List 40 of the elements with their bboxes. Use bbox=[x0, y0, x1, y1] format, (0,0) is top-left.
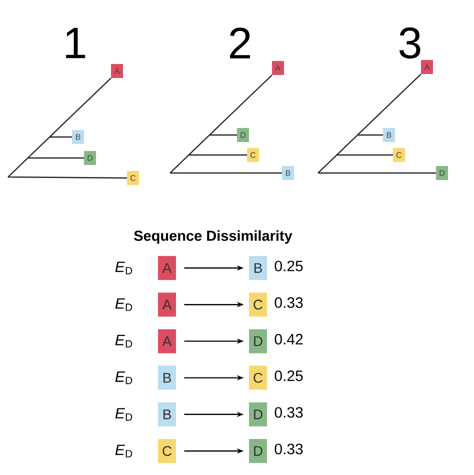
sequence-box: C bbox=[249, 366, 267, 390]
sequence-box: B bbox=[158, 366, 176, 390]
value-label: 0.33 bbox=[274, 407, 303, 418]
tip-label: C bbox=[247, 148, 259, 162]
tip-label: D bbox=[84, 151, 96, 165]
tip-label: D bbox=[436, 166, 448, 180]
value-label: 0.33 bbox=[274, 297, 303, 308]
sequence-box: A bbox=[158, 256, 176, 280]
energy-symbol: E$_{D}$ bbox=[115, 444, 132, 458]
energy-symbol: E$_{D}$ bbox=[115, 262, 132, 274]
tip-label: C bbox=[127, 171, 139, 185]
value-label: 0.25 bbox=[274, 370, 303, 382]
energy-symbol: E$_{D}$ bbox=[115, 372, 132, 384]
sequence-box: C bbox=[158, 439, 176, 463]
sequence-box: A bbox=[158, 329, 176, 354]
sequence-box: D bbox=[249, 329, 267, 354]
tree-number: 1 bbox=[66, 28, 86, 58]
sequence-box: A bbox=[158, 292, 176, 317]
tree-number: 3 bbox=[399, 27, 420, 59]
value-label: 0.25 bbox=[274, 260, 303, 272]
energy-symbol: E$_{D}$ bbox=[115, 298, 132, 311]
tip-label: B bbox=[72, 130, 84, 144]
heading: Sequence Dissimilarity bbox=[134, 230, 292, 244]
tip-label: A bbox=[111, 64, 123, 78]
value-label: 0.33 bbox=[274, 444, 303, 454]
energy-symbol: E$_{D}$ bbox=[115, 334, 132, 348]
sequence-box: C bbox=[249, 292, 267, 317]
tip-label: A bbox=[421, 60, 433, 74]
tip-label: A bbox=[272, 61, 284, 75]
value-label: 0.42 bbox=[274, 334, 303, 344]
sequence-box: B bbox=[249, 256, 267, 280]
tip-label: C bbox=[393, 148, 405, 162]
tip-label: B bbox=[282, 166, 294, 180]
sequence-box: B bbox=[158, 402, 176, 426]
sequence-box: D bbox=[249, 402, 267, 426]
tree-number: 2 bbox=[230, 28, 250, 58]
tip-label: D bbox=[237, 128, 249, 142]
tip-label: B bbox=[383, 128, 395, 142]
energy-symbol: E$_{D}$ bbox=[115, 408, 132, 421]
sequence-box: D bbox=[249, 439, 267, 463]
